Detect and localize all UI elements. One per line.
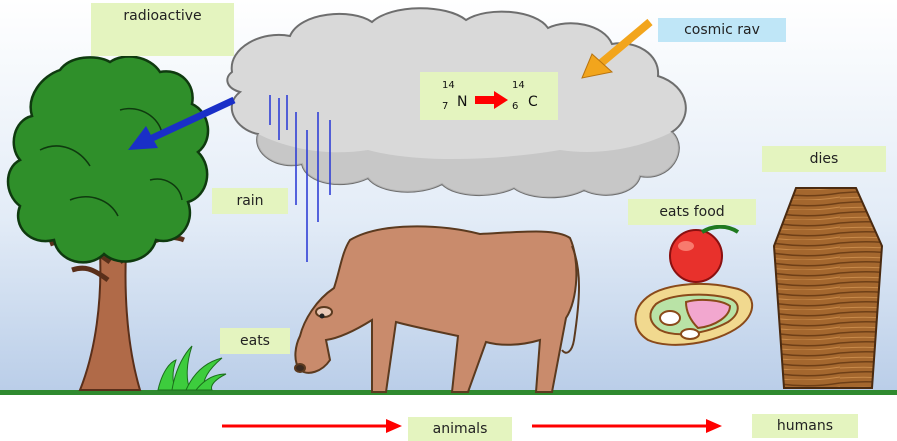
label-humans: humans — [752, 414, 858, 438]
label-rain: rain — [212, 188, 288, 214]
label-dies: dies — [762, 146, 886, 172]
tree-canopy — [8, 57, 208, 263]
label-eats: eats — [220, 328, 290, 354]
carbon-symbol: C — [528, 94, 538, 110]
carbon-mass-number: 14 — [512, 80, 525, 91]
label-cosmic-ray: cosmic rav — [658, 18, 786, 42]
nuclear-reaction-formula: 14 7 N 14 6 C — [420, 72, 558, 120]
label-radioactive: radioactive — [91, 3, 234, 56]
coffin — [774, 188, 882, 388]
carbon-atomic-number: 6 — [512, 101, 518, 112]
label-animals: animals — [408, 417, 512, 441]
label-eats-food: eats food — [628, 199, 756, 225]
